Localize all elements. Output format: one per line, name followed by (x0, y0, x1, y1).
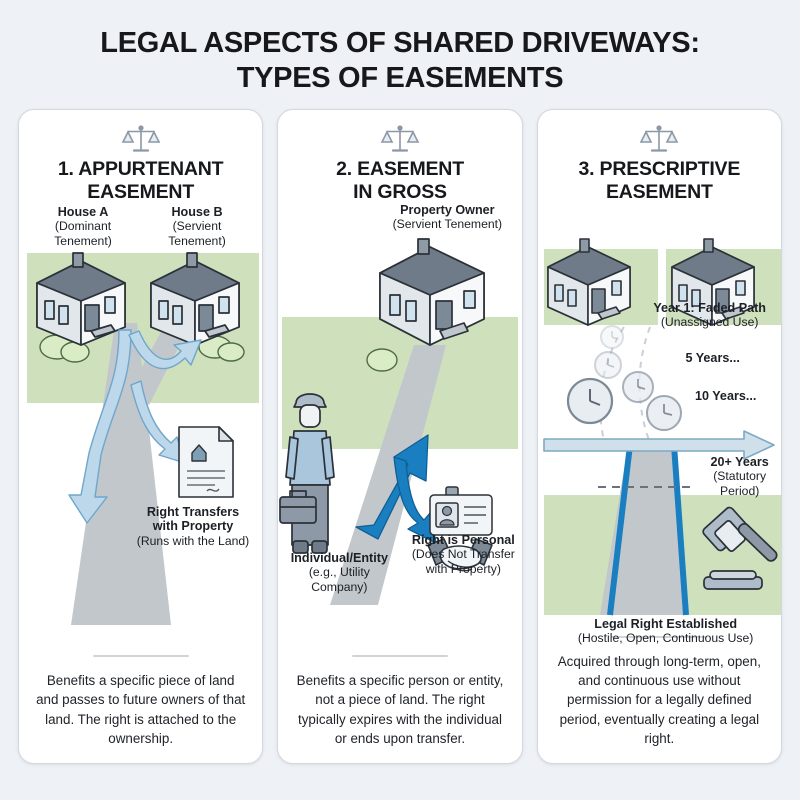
title-line-1: LEGAL ASPECTS OF SHARED DRIVEWAYS: (100, 27, 700, 59)
card-3-heading-line-1: 3. PRESCRIPTIVE (578, 157, 741, 180)
card-1-heading-line-2: EASEMENT (87, 181, 195, 204)
card-1-footer: Benefits a specific piece of land and pa… (19, 655, 262, 763)
card-2-heading-line-2: IN GROSS (353, 181, 447, 204)
card-appurtenant-easement: 1. APPURTENANT EASEMENT (18, 108, 264, 764)
card-2-illustration: Property Owner (Servient Tenement) Indiv… (278, 202, 521, 655)
card-prescriptive-easement: 3. PRESCRIPTIVE EASEMENT (536, 108, 782, 764)
card-3-illustration: Year 1: Faded Path (Unassigned Use) 5 Ye… (538, 205, 781, 645)
title-line-2: TYPES OF EASEMENTS (236, 62, 564, 95)
caption-20-years: 20+ Years (Statutory Period) (710, 454, 769, 498)
card-3-heading: 3. PRESCRIPTIVE EASEMENT (538, 154, 781, 205)
scales-of-justice-icon (538, 110, 781, 154)
caption-legal-right-established: Legal Right Established (Hostile, Open, … (577, 616, 754, 646)
card-3-heading-line-2: EASEMENT (605, 181, 713, 204)
caption-house-b: House B (Servient Tenement) (168, 204, 226, 248)
page-title: LEGAL ASPECTS OF SHARED DRIVEWAYS: TYPES… (0, 0, 800, 97)
card-2-footer: Benefits a specific person or entity, no… (278, 655, 521, 763)
caption-5-years: 5 Years... (685, 350, 740, 365)
prescriptive-diagram (542, 237, 781, 615)
card-easement-in-gross: 2. EASEMENT IN GROSS (277, 108, 523, 764)
divider (92, 655, 189, 657)
card-3-footer: Acquired through long-term, open, and co… (538, 635, 781, 763)
divider (351, 655, 448, 657)
caption-property-owner: Property Owner (Servient Tenement) (392, 202, 503, 232)
caption-right-transfers: Right Transfers with Property (Runs with… (136, 504, 250, 549)
card-2-heading-line-1: 2. EASEMENT (336, 157, 464, 180)
divider (611, 635, 708, 638)
caption-individual-entity: Individual/Entity (e.g., Utility Company… (290, 550, 388, 594)
gross-diagram (279, 237, 519, 605)
card-2-footer-text: Benefits a specific person or entity, no… (296, 673, 504, 747)
scales-of-justice-icon (278, 110, 521, 154)
card-1-illustration: House A (Dominant Tenement) House B (Ser… (19, 205, 262, 655)
caption-year-1: Year 1: Faded Path (Unassigned Use) (653, 300, 766, 330)
card-row: 1. APPURTENANT EASEMENT (0, 97, 800, 780)
appurtenant-diagram (27, 251, 259, 625)
card-2-heading: 2. EASEMENT IN GROSS (278, 154, 521, 205)
scales-of-justice-icon (19, 110, 262, 154)
card-3-footer-text: Acquired through long-term, open, and co… (557, 653, 761, 747)
card-1-heading: 1. APPURTENANT EASEMENT (19, 154, 262, 205)
card-1-footer-text: Benefits a specific piece of land and pa… (36, 673, 246, 747)
caption-10-years: 10 Years... (694, 388, 757, 403)
caption-house-a: House A (Dominant Tenement) (54, 204, 112, 248)
card-1-heading-line-1: 1. APPURTENANT (57, 157, 224, 180)
caption-right-is-personal: Right is Personal (Does Not Transfer wit… (411, 532, 515, 576)
